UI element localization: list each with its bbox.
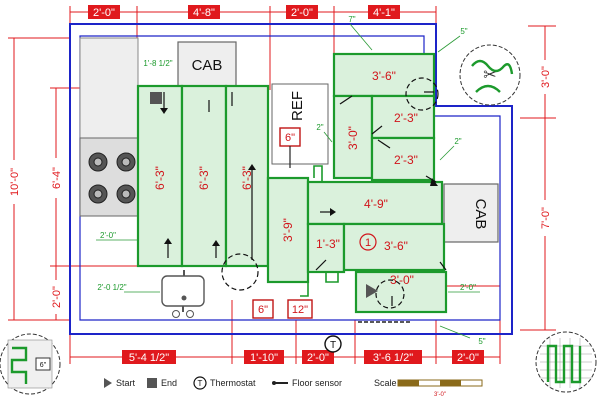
legend-floor-sensor: Floor sensor <box>292 378 342 388</box>
sensor-12: 12" <box>292 304 308 316</box>
fixtures: CAB REF CAB <box>79 37 499 318</box>
note: 2'-0 1/2" <box>97 283 126 292</box>
zone-2 <box>180 84 228 268</box>
heating-zones: 6'-3" 6'-3" 6'-3" 3'-9" 4'-9" 1'-3" 3'-6… <box>136 52 448 314</box>
legend-thermostat-letter: T <box>198 379 203 388</box>
scale-bar <box>397 379 483 387</box>
zone-label: 3'-0" <box>390 273 414 287</box>
end-marker <box>150 92 162 104</box>
sensor-boxes: 6" 6" 12" <box>252 127 313 319</box>
start-marker <box>366 284 378 298</box>
dim-top-3: 2'-0" <box>291 7 313 19</box>
thermostat-icon <box>193 376 207 390</box>
dim-right-2: 7'-0" <box>540 207 552 229</box>
sensor-6-top: 6" <box>285 132 295 144</box>
note: 5" <box>478 337 485 346</box>
dim-left-inner-2: 2'-0" <box>51 286 63 308</box>
zone-label: 6'-3" <box>153 166 167 190</box>
dim-bottom-2: 1'-10" <box>250 352 278 364</box>
legend-end: End <box>161 378 177 388</box>
legend: Start End T Thermostat Floor sensor Scal… <box>104 376 483 398</box>
dim-bottom-5: 2'-0" <box>457 352 479 364</box>
thermostat-symbol <box>324 335 342 353</box>
flow-arrows <box>163 91 447 306</box>
legend-scale-value: 3'-0" <box>434 392 446 398</box>
cab-right-label: CAB <box>472 199 489 230</box>
top-dimensions: 2'-0" 4'-8" 2'-0" 4'-1" <box>88 5 400 19</box>
zone-label: 3'-6" <box>384 239 408 253</box>
note-leaders <box>96 23 480 339</box>
dim-bottom-4: 3'-6 1/2" <box>373 352 413 364</box>
zone-label: 4'-9" <box>364 197 388 211</box>
dim-bottom-3: 2'-0" <box>307 352 329 364</box>
green-notes: 7" 5" 1'-8 1/2" 2" 2" 2'-0" 2'-0 1/2" 2'… <box>97 15 485 346</box>
zone-label: 6'-3" <box>197 166 211 190</box>
note: 7" <box>348 15 355 24</box>
legend-start: Start <box>116 378 136 388</box>
inset-label: 6" <box>40 362 47 369</box>
note: 2" <box>454 137 461 146</box>
dim-right-1: 3'-0" <box>540 66 552 88</box>
dim-top-2: 4'-8" <box>193 7 215 19</box>
legend-scale: Scale <box>374 378 397 388</box>
note: 2" <box>316 123 323 132</box>
zone-number-circle <box>359 233 377 251</box>
thermostat-letter: T <box>330 340 336 351</box>
zone-12 <box>370 136 436 182</box>
zone-label: 3'-9" <box>281 218 295 242</box>
cab-top-label: CAB <box>192 57 223 74</box>
zone-label: 3'-0" <box>346 126 360 150</box>
zone-label: 3'-6" <box>372 69 396 83</box>
dim-top-1: 2'-0" <box>93 7 115 19</box>
detail-inset-bottom-right <box>535 331 597 393</box>
zone-1 <box>136 84 184 268</box>
detail-inset-bottom-left: 6" <box>0 333 61 395</box>
end-icon <box>147 378 157 388</box>
zone-number: 1 <box>365 237 371 249</box>
side-dimensions: 10'-0" 6'-4" 2'-0" 3'-0" 7'-0" <box>6 60 553 314</box>
dim-left-inner-1: 6'-4" <box>51 167 63 189</box>
dim-bottom-1: 5'-4 1/2" <box>129 352 169 364</box>
zone-7 <box>342 222 446 272</box>
legend-thermostat: Thermostat <box>210 378 256 388</box>
zone-10 <box>332 94 374 180</box>
zone-3 <box>224 84 270 268</box>
zone-6 <box>306 222 346 274</box>
bottom-dimensions: 5'-4 1/2" 1'-10" 2'-0" 3'-6 1/2" 2'-0" <box>122 350 484 364</box>
sink <box>161 270 205 318</box>
zone-label: 2'-3" <box>394 111 418 125</box>
junction-circles <box>221 77 439 309</box>
arrow-heads <box>160 108 438 246</box>
zone-label: 1'-3" <box>316 237 340 251</box>
note: 2'-0" <box>100 231 116 240</box>
cooktop-burners <box>88 152 136 204</box>
note: 5" <box>460 27 467 36</box>
zone-9 <box>332 52 436 98</box>
zone-connectors <box>300 165 339 297</box>
zone-label: 2'-3" <box>394 153 418 167</box>
start-icon <box>104 378 112 388</box>
scissors-icon: ✂ <box>483 65 496 84</box>
note: 1'-8 1/2" <box>143 59 172 68</box>
zone-label: 6'-3" <box>240 166 254 190</box>
dim-left-outer: 10'-0" <box>9 168 21 196</box>
detail-inset-top-right: ✂ <box>459 44 521 106</box>
sensor-6-bottom: 6" <box>258 304 268 316</box>
note: 2'-0" <box>460 283 476 292</box>
dim-top-4: 4'-1" <box>373 7 395 19</box>
walls <box>69 23 513 335</box>
ref-label: REF <box>289 91 306 121</box>
